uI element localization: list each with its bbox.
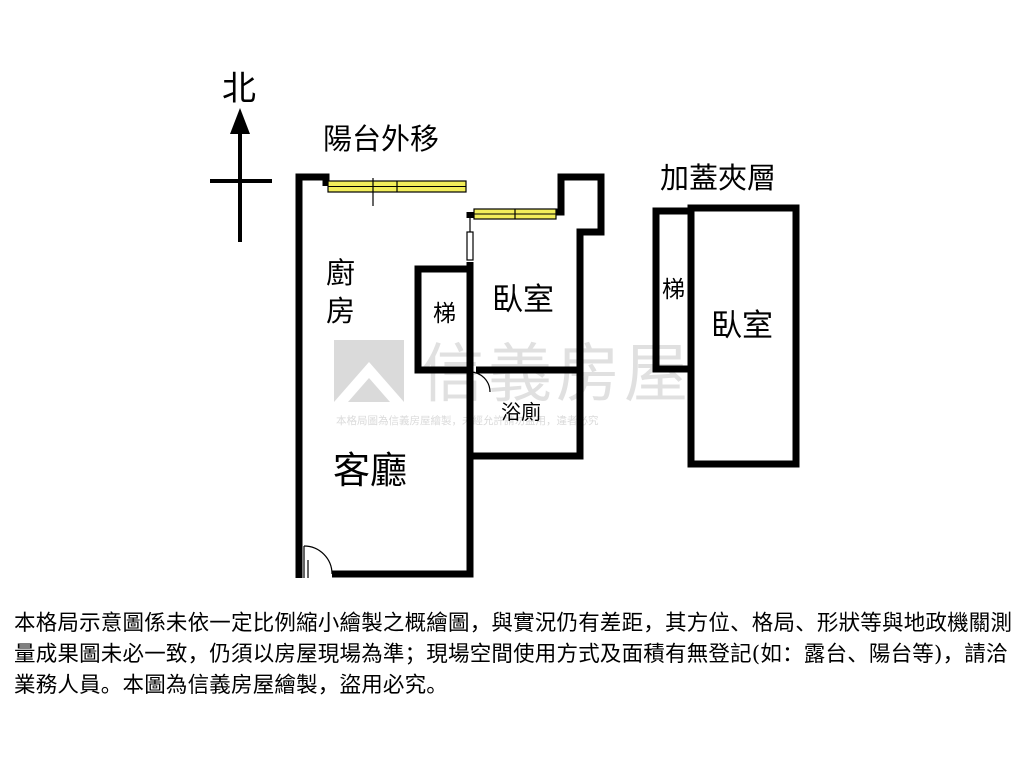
bedroom-door (466, 218, 474, 261)
north-label: 北 (222, 69, 256, 109)
bathroom-door (469, 371, 491, 393)
kitchen-label-line1: 廚 (326, 256, 355, 290)
bedroom-label-main: 臥室 (492, 282, 554, 318)
bathroom-label: 浴廁 (501, 400, 541, 424)
mezzanine-walls (652, 204, 800, 468)
north-compass: 北 (210, 69, 272, 242)
stairs-label-mezzanine: 梯 (662, 277, 685, 303)
bedroom-label-mezzanine: 臥室 (711, 308, 773, 344)
north-arrow-icon (230, 108, 250, 134)
watermark-logo (334, 340, 404, 402)
disclaimer-text: 本格局示意圖係未依一定比例縮小繪製之概繪圖，與實況仍有差距，其方位、格局、形狀等… (14, 611, 1013, 698)
room-labels: 陽台外移 加蓋夾層 廚 房 梯 臥室 浴廁 客廳 梯 臥室 (323, 122, 776, 492)
balcony-windows (327, 178, 557, 220)
entrance-door (303, 545, 333, 578)
watermark: 信義房屋 本格局圖為信義房屋繪製，未經允許請勿盜用，違者必究 (334, 338, 692, 427)
balcony-moved-label: 陽台外移 (323, 122, 439, 156)
stairs-label-main: 梯 (433, 301, 456, 327)
floor-plan-drawing: 信義房屋 本格局圖為信義房屋繪製，未經允許請勿盜用，違者必究 北 (210, 69, 800, 578)
main-unit-walls (295, 173, 605, 578)
kitchen-label-line2: 房 (326, 294, 355, 328)
living-room-label: 客廳 (333, 449, 407, 492)
mezzanine-added-label: 加蓋夾層 (660, 161, 776, 195)
watermark-brand: 信義房屋 (420, 338, 692, 412)
